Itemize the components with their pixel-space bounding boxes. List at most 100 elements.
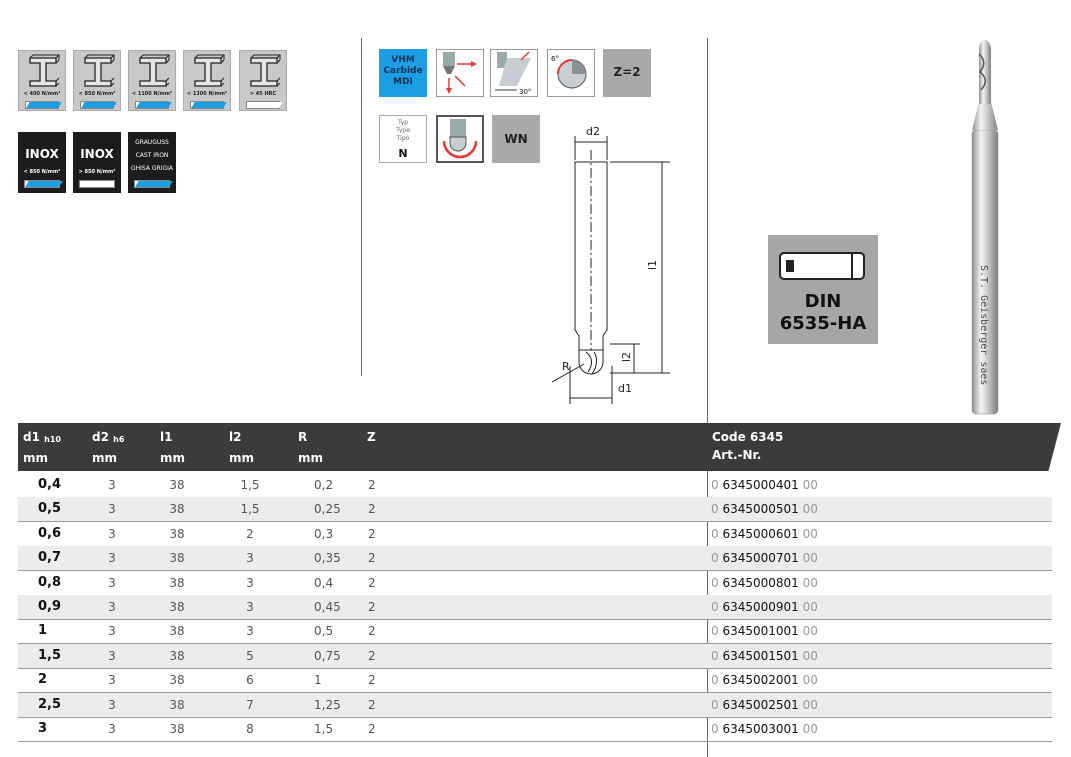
material-steel-icon: < 1100 N/mm² [128, 50, 176, 111]
material-limit-label: < 1100 N/mm² [131, 91, 173, 97]
cell-article-number: 0 6345000701 00 [711, 551, 818, 566]
cell-d2: 3 [108, 673, 116, 688]
steel-beam-icon [139, 54, 170, 87]
cell-d2: 3 [108, 551, 116, 566]
cell-z: 2 [368, 722, 376, 736]
cell-r: 1 [314, 673, 322, 688]
code-header: Code 6345 Art.-Nr. [712, 430, 784, 462]
cell-l2: 7 [246, 697, 254, 712]
svg-text:d1: d1 [618, 382, 632, 395]
svg-text:30°: 30° [519, 88, 531, 96]
cell-d1: 2,5 [38, 696, 62, 712]
rating-bar [246, 101, 283, 109]
rating-bar [134, 180, 173, 188]
cell-d1: 0,8 [38, 574, 62, 590]
cell-article-number: 0 6345000401 00 [711, 478, 818, 492]
tool-image: S.T. Geisberger saes [971, 40, 999, 415]
cell-d1: 3 [38, 721, 48, 736]
cell-d1: 1,5 [38, 647, 62, 663]
cell-l2: 1,5 [240, 478, 260, 492]
cell-l2: 2 [246, 526, 254, 541]
cell-d2: 3 [108, 600, 116, 614]
material-limit-label: < 850 N/mm² [78, 91, 116, 97]
milling-direction-icon [436, 49, 484, 97]
rating-fill [191, 102, 227, 108]
shank-wn-badge: WN [492, 115, 540, 163]
cell-l2: 3 [246, 575, 254, 590]
cell-l1: 38 [169, 624, 185, 639]
cell-l2: 3 [246, 624, 254, 639]
tool-type-badge: Typ Type Tipo N [379, 115, 427, 163]
cell-d2: 3 [108, 526, 116, 541]
svg-text:R: R [562, 360, 570, 373]
inox-high-icon: INOX > 850 N/mm² [73, 132, 121, 193]
material-steel-icon: > 45 HRC [239, 50, 287, 111]
cell-article-number: 0 6345001501 00 [711, 648, 818, 663]
ramping-angle-icon: 30° [490, 49, 538, 97]
cell-l1: 38 [169, 697, 185, 712]
table-header [18, 423, 1061, 471]
cell-r: 0,75 [314, 648, 341, 663]
svg-text:S.T. Geisberger saes: S.T. Geisberger saes [978, 265, 989, 385]
cell-z: 2 [368, 673, 376, 688]
shank-icon [779, 252, 865, 280]
cell-l1: 38 [169, 526, 185, 541]
cell-z: 2 [368, 502, 376, 517]
cell-z: 2 [368, 648, 376, 663]
cast-iron-icon: GRAUGUSS CAST IRON GHISA GRIGIA [128, 132, 176, 193]
cell-l1: 38 [169, 551, 185, 566]
cell-l2: 1,5 [240, 502, 260, 517]
svg-text:d2: d2 [586, 125, 600, 138]
material-steel-icon: < 1300 N/mm² [183, 50, 231, 111]
cell-z: 2 [368, 478, 376, 492]
cell-d2: 3 [108, 478, 116, 492]
cell-article-number: 0 6345002501 00 [711, 697, 818, 712]
cell-article-number: 0 6345003001 00 [711, 722, 818, 736]
cell-d1: 0,6 [38, 525, 62, 541]
column-header-z: Z [367, 430, 376, 444]
cell-article-number: 0 6345000801 00 [711, 575, 818, 590]
rating-bar [80, 101, 117, 109]
rating-bar [79, 180, 115, 188]
cell-d2: 3 [108, 624, 116, 639]
cell-d2: 3 [108, 575, 116, 590]
cell-z: 2 [368, 600, 376, 614]
section-divider [361, 38, 362, 376]
material-limit-label: < 1300 N/mm² [186, 91, 228, 97]
cell-l1: 38 [169, 575, 185, 590]
column-header-l1: l1 mm [160, 430, 186, 465]
cell-r: 1,5 [314, 722, 334, 736]
rating-fill [81, 102, 117, 108]
cell-z: 2 [368, 551, 376, 566]
rating-bar [190, 101, 227, 109]
cell-d1: 0,5 [38, 501, 62, 517]
cell-article-number: 0 6345002001 00 [711, 673, 818, 688]
cell-l1: 38 [169, 673, 185, 688]
inox-low-icon: INOX < 850 N/mm² [18, 132, 66, 193]
tool-dimension-drawing: d2 l1 l2 d1 R [551, 125, 670, 404]
cell-z: 2 [368, 624, 376, 639]
cell-l2: 3 [246, 551, 254, 566]
svg-text:6°: 6° [551, 55, 559, 63]
din-standard-badge: DIN 6535-HA [768, 235, 878, 344]
rating-bar [24, 180, 63, 188]
cell-article-number: 0 6345000601 00 [711, 526, 818, 541]
cell-d1: 2 [38, 672, 48, 688]
cell-article-number: 0 6345000901 00 [711, 600, 818, 614]
cell-l1: 38 [169, 502, 185, 517]
column-header-l2: l2 mm [229, 430, 255, 465]
cell-d1: 0,4 [38, 477, 62, 492]
steel-beam-icon [250, 54, 281, 87]
cell-z: 2 [368, 575, 376, 590]
column-header-r: R mm [298, 430, 324, 465]
cell-l2: 3 [246, 600, 254, 614]
